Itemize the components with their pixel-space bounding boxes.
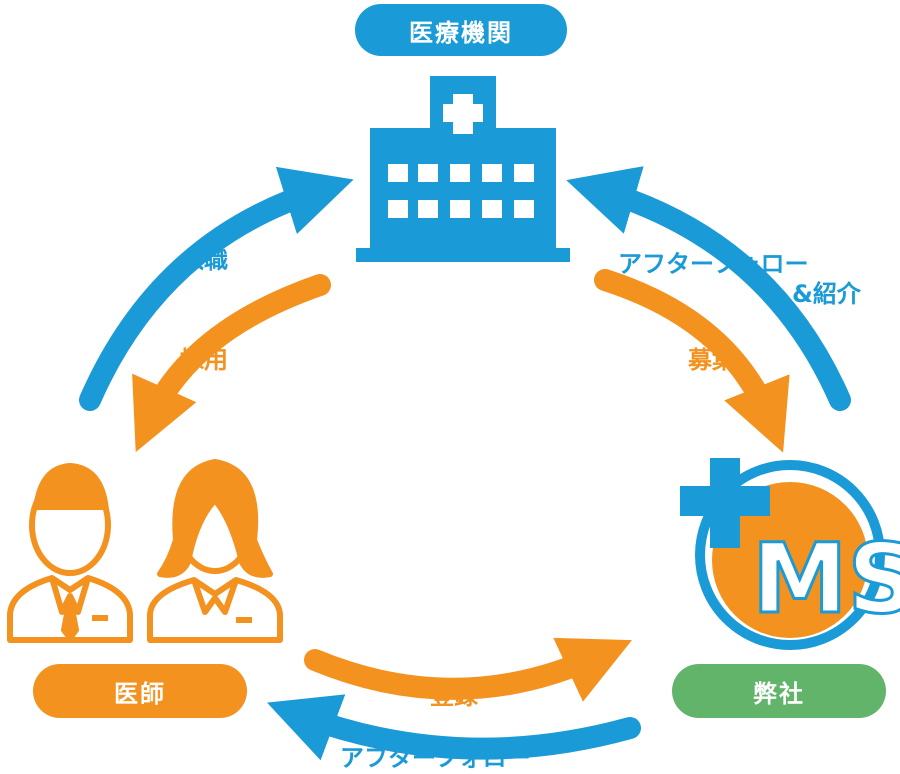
hospital-label: 医療機関 [409, 18, 513, 47]
doctor-female-icon [147, 459, 283, 643]
logo-text: MSS [752, 523, 900, 635]
label-followintro-2: &紹介 [792, 280, 861, 308]
label-hire: 採用 [180, 346, 228, 374]
hospital-icon [356, 76, 570, 262]
label-recruit: 募集 [688, 346, 736, 374]
arrow-followintro [566, 166, 851, 411]
company-label: 弊社 [753, 679, 805, 708]
arrow-follow [267, 694, 641, 761]
arrow-join [79, 166, 354, 411]
doctors-pill: 医師 [33, 664, 247, 718]
label-register: 登録 [430, 682, 478, 710]
doctor-male-icon [7, 463, 133, 643]
hospital-pill: 医療機関 [355, 4, 567, 56]
plus-icon [680, 458, 770, 548]
arrow-recruit [594, 269, 790, 453]
label-follow: アフターフォロー [340, 744, 531, 772]
doctors-label: 医師 [114, 679, 166, 708]
label-followintro-1: アフターフォロー [618, 250, 809, 278]
label-join: 入職 [180, 246, 228, 274]
arrow-register [304, 637, 632, 702]
mss-logo: MSS [680, 458, 900, 650]
company-pill: 弊社 [672, 664, 886, 718]
arrow-hire [132, 274, 331, 453]
